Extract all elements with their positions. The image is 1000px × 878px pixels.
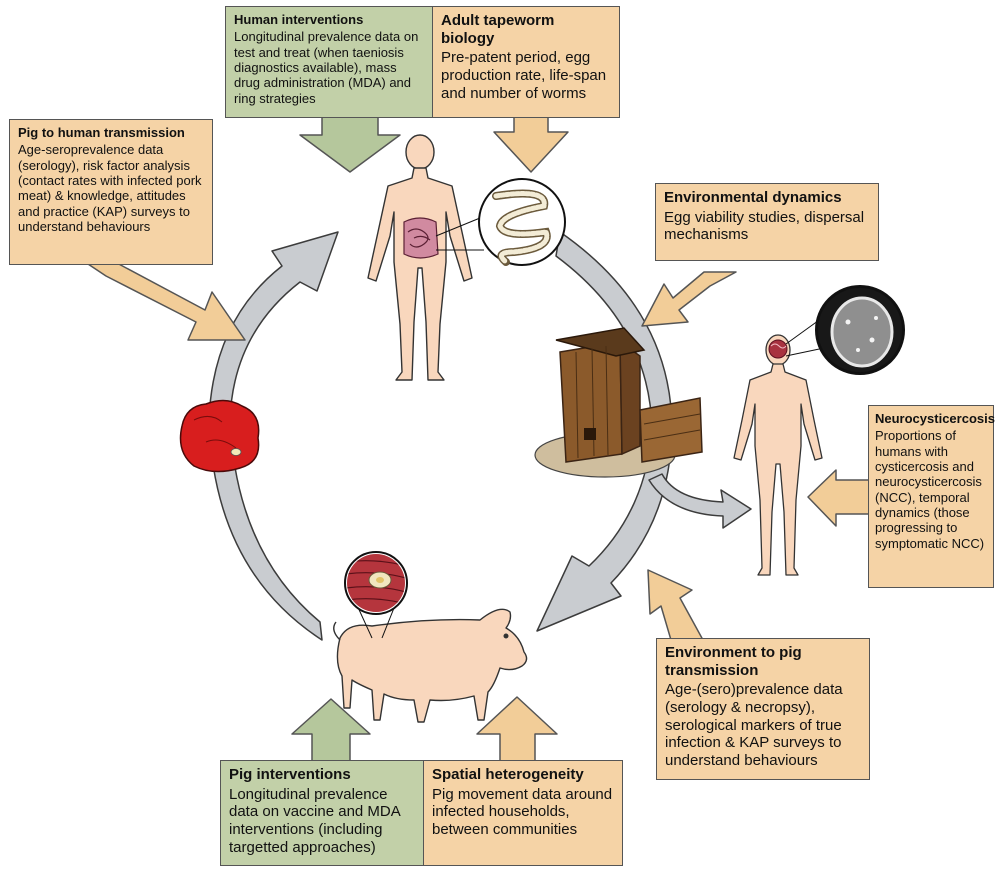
environmental-dynamics-text: Egg viability studies, dispersal mechani… [664, 208, 865, 244]
pig-to-human-text: Age-seroprevalence data (serology), risk… [18, 142, 202, 234]
neurocysticercosis-text: Proportions of humans with cysticercosis… [875, 428, 985, 551]
cycle-arrow-to-neurocysticercosis [648, 473, 752, 529]
pig-to-human-box: Pig to human transmission Age-seropreval… [9, 119, 213, 265]
human-figure-right-icon [733, 334, 823, 576]
brain-scan-icon [815, 285, 905, 375]
tapeworm-icon [435, 178, 566, 266]
arrow-pig-to-human [84, 261, 246, 341]
arrow-adult-tapeworm [493, 111, 569, 173]
human-figure-icon [367, 134, 473, 381]
spatial-heterogeneity-title: Spatial heterogeneity [432, 766, 584, 783]
pig-icon [333, 608, 528, 723]
pig-to-human-title: Pig to human transmission [18, 125, 185, 140]
environmental-dynamics-title: Environmental dynamics [664, 189, 842, 206]
neurocysticercosis-title: Neurocysticercosis [875, 411, 995, 426]
latrine-icon [534, 327, 703, 478]
spatial-heterogeneity-box: Spatial heterogeneity Pig movement data … [423, 760, 623, 866]
arrow-human-interventions [299, 109, 401, 173]
environmental-dynamics-box: Environmental dynamics Egg viability stu… [655, 183, 879, 261]
pointer-arrows [84, 109, 871, 764]
pig-interventions-text: Longitudinal prevalence data on vaccine … [229, 785, 400, 856]
intestine-icon [403, 217, 439, 259]
human-interventions-title: Human interventions [234, 12, 364, 27]
arrow-environment-to-pig [647, 569, 704, 641]
arrow-pig-interventions [291, 698, 371, 764]
arrow-environmental-dynamics [641, 271, 737, 327]
environment-to-pig-title: Environment to pig transmission [665, 644, 802, 679]
pig-interventions-title: Pig interventions [229, 766, 351, 783]
neurocysticercosis-box: Neurocysticercosis Proportions of humans… [868, 405, 995, 588]
adult-tapeworm-box: Adult tapeworm biology Pre-patent period… [432, 6, 620, 118]
arrow-spatial-heterogeneity [476, 696, 558, 764]
human-interventions-text: Longitudinal prevalence data on test and… [234, 29, 419, 106]
arrow-neurocysticercosis [807, 469, 871, 527]
adult-tapeworm-title: Adult tapeworm biology [441, 12, 555, 47]
infected-muscle-icon [344, 551, 408, 639]
pork-meat-icon [179, 399, 260, 473]
human-interventions-box: Human interventions Longitudinal prevale… [225, 6, 433, 118]
spatial-heterogeneity-text: Pig movement data around infected househ… [432, 785, 613, 839]
pig-interventions-box: Pig interventions Longitudinal prevalenc… [220, 760, 424, 866]
environment-to-pig-text: Age-(sero)prevalence data (serology & ne… [665, 681, 843, 770]
environment-to-pig-box: Environment to pig transmission Age-(ser… [656, 638, 870, 780]
adult-tapeworm-text: Pre-patent period, egg production rate, … [441, 49, 607, 102]
